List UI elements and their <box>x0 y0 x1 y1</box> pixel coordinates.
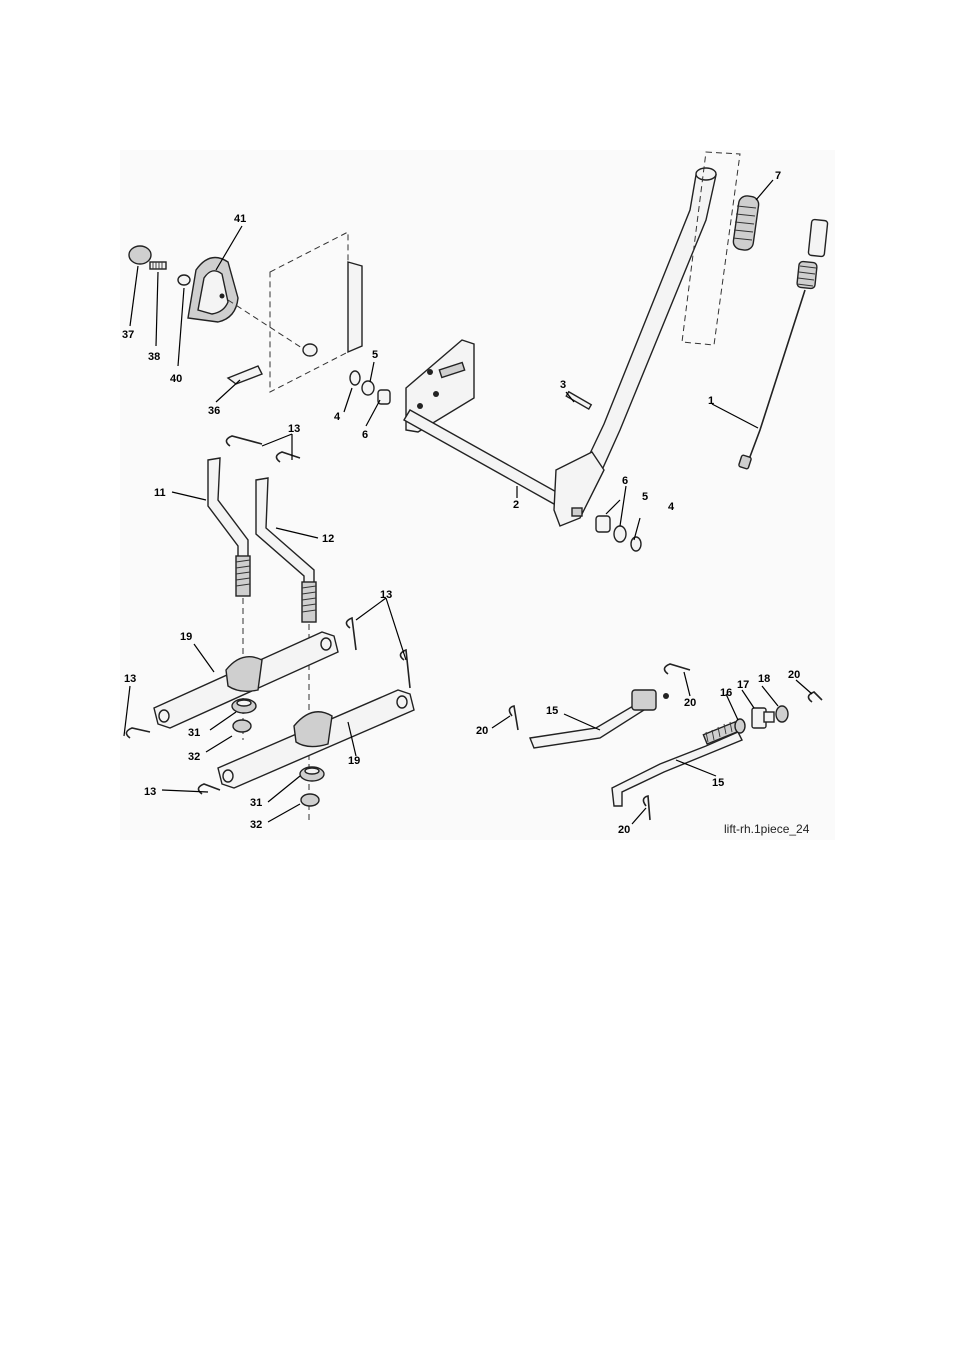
callout-38: 38 <box>148 351 160 363</box>
callout-12: 12 <box>322 533 334 545</box>
bolt-38 <box>150 262 166 269</box>
callout-20d: 20 <box>618 824 630 836</box>
callout-2: 2 <box>513 499 519 511</box>
callout-32a: 32 <box>188 751 200 763</box>
bushing-6b <box>596 516 610 532</box>
nut-32b <box>301 794 319 806</box>
callout-37: 37 <box>122 329 134 341</box>
callout-6a: 6 <box>362 429 368 441</box>
callout-20c: 20 <box>476 725 488 737</box>
callout-5a: 5 <box>372 349 378 361</box>
callout-20b: 20 <box>684 697 696 709</box>
washer-16 <box>735 719 745 733</box>
diagram-caption: lift-rh.1piece_24 <box>724 822 810 836</box>
callout-40: 40 <box>170 373 182 385</box>
callout-4a: 4 <box>334 411 341 423</box>
bushing-31a <box>232 699 256 713</box>
callout-1: 1 <box>708 395 714 407</box>
washer-5a <box>362 381 374 395</box>
knob-37 <box>129 246 151 264</box>
callout-17: 17 <box>737 679 749 691</box>
nut-18 <box>776 706 788 722</box>
ring-4a <box>350 371 360 385</box>
callout-11: 11 <box>154 487 166 499</box>
callout-5b: 5 <box>642 491 648 503</box>
washer-40 <box>178 275 190 285</box>
callout-13d: 13 <box>144 786 156 798</box>
callout-13c: 13 <box>124 673 136 685</box>
callout-6b: 6 <box>622 475 628 487</box>
callout-15b: 15 <box>712 777 724 789</box>
callout-41: 41 <box>234 213 246 225</box>
nut-32a <box>233 720 251 732</box>
callout-4b: 4 <box>668 501 675 513</box>
callout-13a: 13 <box>288 423 300 435</box>
callout-19a: 19 <box>180 631 192 643</box>
callout-15a: 15 <box>546 705 558 717</box>
callout-20a: 20 <box>788 669 800 681</box>
callout-18: 18 <box>758 673 770 685</box>
bushing-31b <box>300 767 324 781</box>
callout-32b: 32 <box>250 819 262 831</box>
callout-13b: 13 <box>380 589 392 601</box>
callout-3: 3 <box>560 379 566 391</box>
callout-36: 36 <box>208 405 220 417</box>
callout-7: 7 <box>775 170 781 182</box>
callout-31a: 31 <box>188 727 200 739</box>
callout-16: 16 <box>720 687 732 699</box>
callout-19b: 19 <box>348 755 360 767</box>
ring-4b <box>631 537 641 551</box>
bushing-6a <box>378 390 390 404</box>
washer-5b <box>614 526 626 542</box>
callout-31b: 31 <box>250 797 262 809</box>
